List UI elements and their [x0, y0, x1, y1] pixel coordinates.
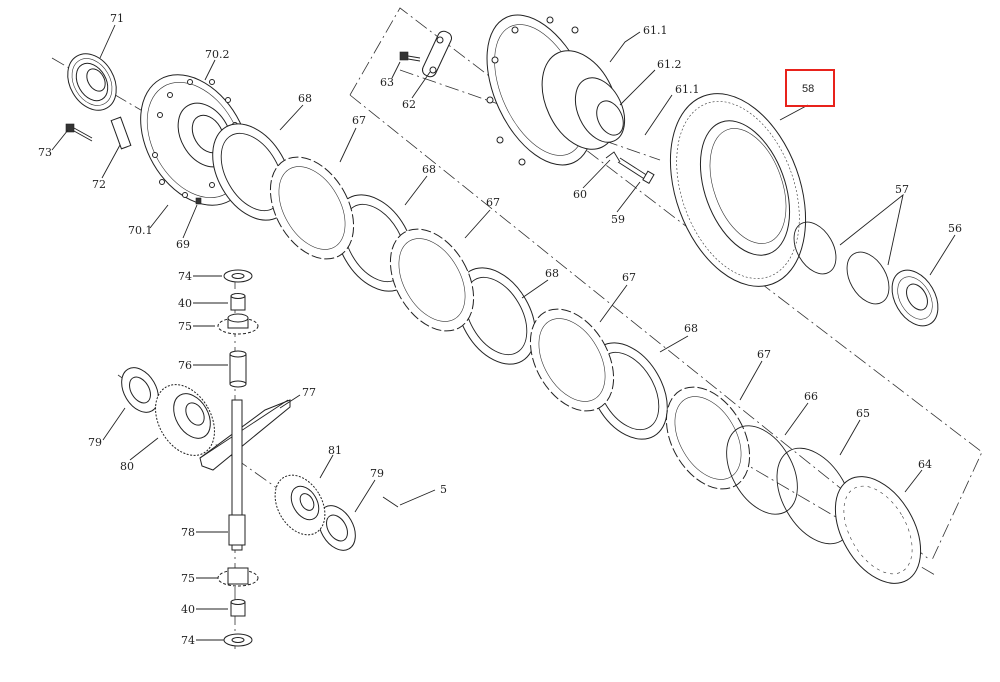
part-74-washer-top[interactable]	[223, 269, 253, 283]
label-40-bottom: 40	[181, 603, 195, 616]
label-69: 69	[176, 238, 190, 251]
part-59-bolt[interactable]	[617, 157, 655, 185]
part-40-bushing-top[interactable]	[230, 293, 246, 311]
part-77-cross-shaft[interactable]	[199, 399, 291, 471]
label-68-b: 68	[422, 163, 436, 176]
label-68-d: 68	[684, 322, 698, 335]
part-5-pin[interactable]	[382, 496, 399, 508]
part-79-thrust-washer-right[interactable]	[311, 499, 363, 557]
label-67-b: 67	[486, 196, 500, 209]
label-79-right: 79	[370, 467, 384, 480]
label-61-1-b: 61.1	[675, 83, 700, 96]
part-76-shaft-sleeve[interactable]	[229, 350, 247, 388]
part-73-bolt[interactable]	[65, 123, 93, 142]
label-74-top: 74	[178, 270, 192, 283]
label-65: 65	[856, 407, 870, 420]
label-59: 59	[611, 213, 625, 226]
label-67-c: 67	[622, 271, 636, 284]
part-67-steel-plate-a[interactable]	[253, 142, 370, 273]
label-68-a: 68	[298, 92, 312, 105]
part-74-washer-bottom[interactable]	[223, 633, 253, 647]
part-79-thrust-washer-left[interactable]	[114, 361, 166, 419]
label-61-2: 61.2	[657, 58, 682, 71]
part-60-pin[interactable]	[605, 151, 621, 163]
label-73: 73	[38, 146, 52, 159]
part-67-steel-plate-c[interactable]	[513, 294, 630, 425]
label-66: 66	[804, 390, 818, 403]
part-40-bushing-bottom[interactable]	[230, 599, 246, 617]
highlight-box-58	[785, 69, 835, 107]
label-70-2: 70.2	[205, 48, 230, 61]
part-61-differential-case[interactable]	[465, 0, 634, 182]
part-71-bearing[interactable]	[58, 45, 126, 119]
part-75-bevel-gear-top[interactable]	[217, 313, 259, 335]
label-76: 76	[178, 359, 192, 372]
part-66-ring[interactable]	[712, 413, 812, 526]
part-75-bevel-gear-bottom[interactable]	[217, 567, 259, 587]
part-58-crown-gear[interactable]	[646, 75, 831, 305]
part-78-spider-shaft[interactable]	[228, 399, 246, 551]
label-57: 57	[895, 183, 909, 196]
part-62-lock-plate[interactable]	[421, 29, 454, 78]
part-labels: 71 70.2 73 72 70.1 69 68 67 68 67 68 67 …	[38, 12, 962, 647]
label-67-d: 67	[757, 348, 771, 361]
part-56-bearing[interactable]	[883, 262, 948, 334]
label-79-left: 79	[88, 436, 102, 449]
label-70-1: 70.1	[128, 224, 153, 237]
label-63: 63	[380, 76, 394, 89]
leader-lines	[51, 24, 956, 641]
label-40-top: 40	[178, 297, 192, 310]
part-72-lock-plate[interactable]	[110, 116, 132, 150]
label-5: 5	[440, 483, 447, 496]
part-67-steel-plate-d[interactable]	[649, 372, 766, 503]
label-78: 78	[181, 526, 195, 539]
label-60: 60	[573, 188, 587, 201]
label-72: 72	[92, 178, 106, 191]
label-80: 80	[120, 460, 134, 473]
part-65-ring[interactable]	[761, 435, 868, 557]
label-67-a: 67	[352, 114, 366, 127]
label-61-1-a: 61.1	[643, 24, 668, 37]
label-81: 81	[328, 444, 342, 457]
part-57-snap-ring-a[interactable]	[785, 215, 844, 281]
part-64-pressure-plate[interactable]	[818, 462, 938, 598]
label-62: 62	[402, 98, 416, 111]
part-68-friction-plate-c[interactable]	[441, 254, 552, 378]
part-67-steel-plate-b[interactable]	[373, 214, 490, 345]
label-74-bottom: 74	[181, 634, 195, 647]
part-80-side-gear[interactable]	[143, 374, 226, 466]
part-69-pin[interactable]	[195, 197, 202, 205]
part-63-bolt[interactable]	[399, 51, 421, 62]
label-64: 64	[918, 458, 932, 471]
label-75-bottom: 75	[181, 572, 195, 585]
label-77: 77	[302, 386, 316, 399]
label-68-c: 68	[545, 267, 559, 280]
label-56: 56	[948, 222, 962, 235]
label-58: 58	[802, 83, 814, 95]
label-71: 71	[110, 12, 124, 25]
part-81-side-gear[interactable]	[265, 466, 335, 543]
label-75-top: 75	[178, 320, 192, 333]
part-57-snap-ring-b[interactable]	[838, 245, 897, 311]
